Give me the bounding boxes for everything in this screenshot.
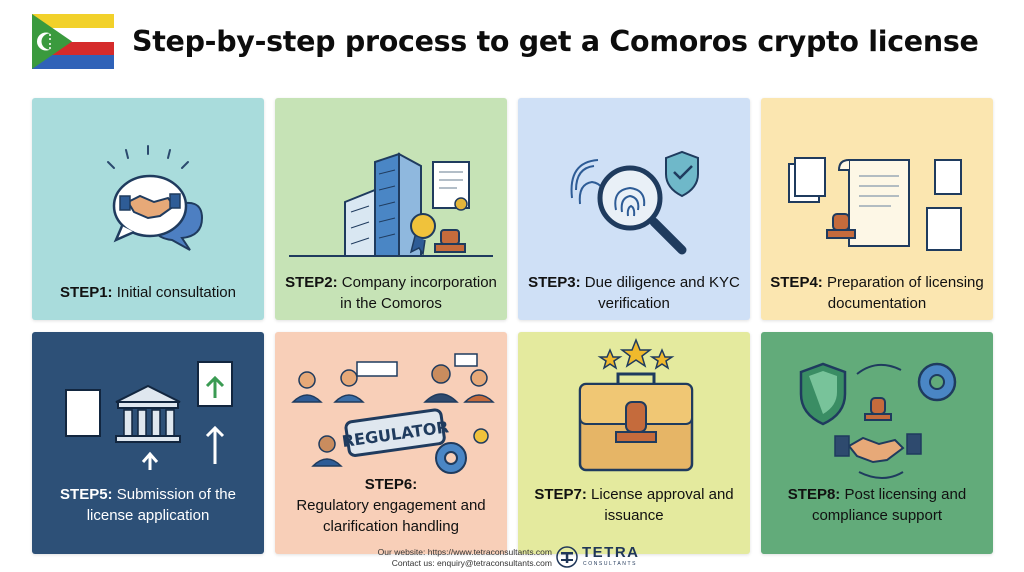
step-card-1: STEP1: Initial consultation bbox=[32, 98, 264, 320]
step-caption: STEP6: Regulatory engagement and clarifi… bbox=[281, 474, 501, 537]
step-caption: STEP4: Preparation of licensing document… bbox=[767, 272, 987, 314]
footer-website: Our website: https://www.tetraconsultant… bbox=[377, 547, 552, 557]
documents-stamp-scroll-icon bbox=[788, 157, 962, 251]
step-card-2: STEP2: Company incorporation in the Como… bbox=[275, 98, 507, 320]
comoros-flag-icon bbox=[32, 14, 114, 69]
bank-documents-upload-icon bbox=[65, 361, 233, 470]
step-text: Regulatory engagement and clarification … bbox=[296, 497, 486, 535]
step-label: STEP1: bbox=[60, 284, 113, 301]
step-label: STEP4: bbox=[770, 274, 823, 291]
tetra-logo-icon bbox=[556, 546, 578, 568]
office-building-certificate-icon bbox=[289, 152, 493, 257]
step-card-4: STEP4: Preparation of licensing document… bbox=[761, 98, 993, 320]
step-label: STEP2: bbox=[285, 274, 338, 291]
step-text: Company incorporation in the Comoros bbox=[340, 274, 497, 312]
step-card-7: STEP7: License approval and issuance bbox=[518, 332, 750, 554]
step-card-5: STEP5: Submission of the license applica… bbox=[32, 332, 264, 554]
handshake-speech-bubble-icon bbox=[107, 145, 204, 251]
fingerprint-magnifier-shield-icon bbox=[570, 150, 699, 255]
step-caption: STEP1: Initial consultation bbox=[38, 282, 258, 303]
step-label: STEP5: bbox=[60, 486, 113, 503]
step-text: Initial consultation bbox=[116, 284, 236, 301]
footer-brand-sub: CONSULTANTS bbox=[583, 561, 638, 567]
page-title: Step-by-step process to get a Comoros cr… bbox=[132, 25, 979, 58]
step-caption: STEP5: Submission of the license applica… bbox=[38, 484, 258, 526]
step-card-3: STEP3: Due diligence and KYC verificatio… bbox=[518, 98, 750, 320]
step-caption: STEP8: Post licensing and compliance sup… bbox=[767, 484, 987, 526]
step-card-6: REGULATOR STEP6: Regulatory engagement a… bbox=[275, 332, 507, 554]
step-caption: STEP3: Due diligence and KYC verificatio… bbox=[524, 272, 744, 314]
shield-handshake-gear-icon bbox=[799, 362, 957, 479]
step-label: STEP6: bbox=[364, 476, 418, 493]
footer: Our website: https://www.tetraconsultant… bbox=[0, 544, 1024, 572]
step-label: STEP7: bbox=[534, 486, 587, 503]
step-label: STEP3: bbox=[528, 274, 581, 291]
briefcase-stamp-stars-icon bbox=[578, 337, 694, 472]
regulator-stamp-people-icon: REGULATOR bbox=[291, 353, 495, 474]
step-text: Preparation of licensing documentation bbox=[826, 274, 984, 312]
step-text: Submission of the license application bbox=[86, 486, 236, 524]
step-text: Post licensing and compliance support bbox=[811, 486, 967, 524]
step-card-8: STEP8: Post licensing and compliance sup… bbox=[761, 332, 993, 554]
step-text: Due diligence and KYC verification bbox=[584, 274, 740, 312]
step-text: License approval and issuance bbox=[591, 486, 734, 524]
footer-contact: Contact us: enquiry@tetraconsultants.com bbox=[391, 558, 552, 568]
step-caption: STEP7: License approval and issuance bbox=[524, 484, 744, 526]
footer-contact-lines: Our website: https://www.tetraconsultant… bbox=[330, 547, 552, 569]
step-caption: STEP2: Company incorporation in the Como… bbox=[281, 272, 501, 314]
step-label: STEP8: bbox=[787, 486, 841, 503]
footer-brand: TETRA bbox=[582, 544, 640, 561]
